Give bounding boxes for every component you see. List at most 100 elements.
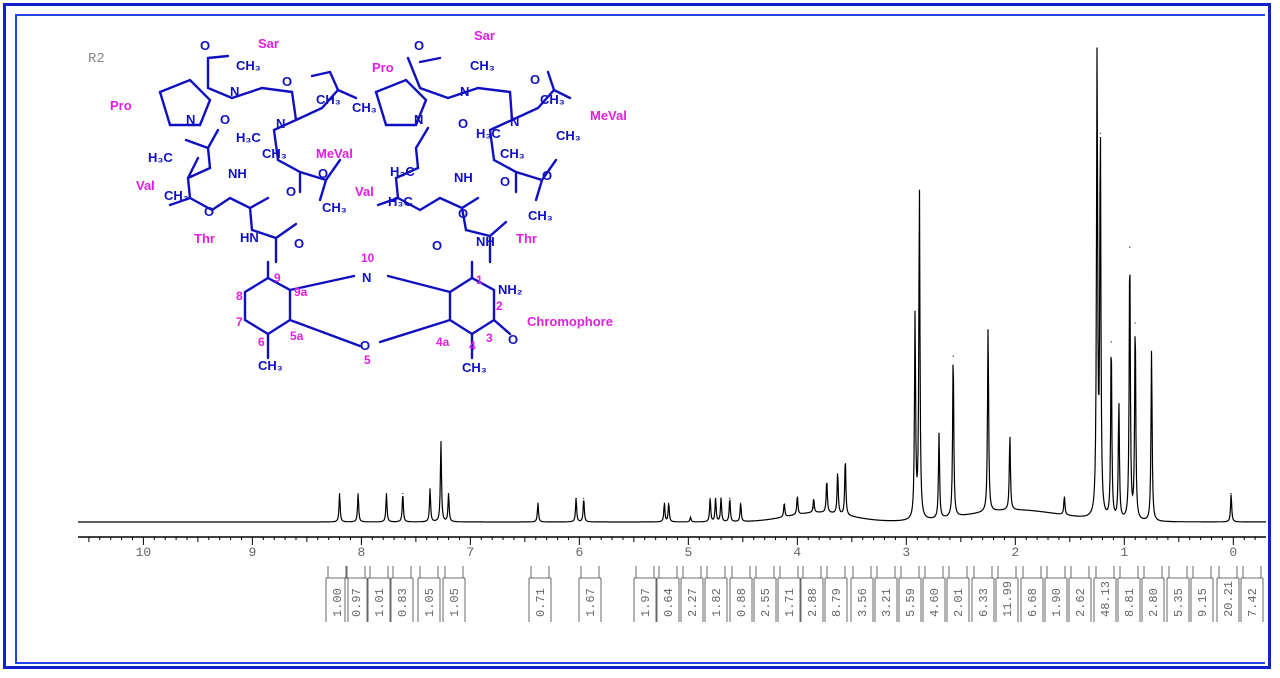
peak-mark [689, 516, 692, 518]
peak-mark [714, 497, 717, 499]
peak-mark [826, 488, 828, 490]
atom-number: 9a [294, 285, 308, 299]
svg-text:O: O [432, 238, 442, 253]
atom-number: 4a [436, 335, 450, 349]
integral-value: 48.13 [1099, 581, 1113, 617]
peak-mark [783, 507, 785, 509]
svg-text:O: O [414, 38, 424, 53]
integral-value: 0.88 [735, 588, 749, 617]
svg-text:HN: HN [240, 230, 259, 245]
svg-text:N: N [276, 116, 285, 131]
peak-mark [385, 492, 388, 495]
residue-label: Pro [372, 60, 394, 75]
svg-text:CH₃: CH₃ [316, 92, 341, 107]
atom-number: 8 [236, 289, 243, 303]
svg-text:CH₃: CH₃ [528, 208, 553, 223]
integral-bracket [729, 566, 753, 622]
peak-marks [338, 47, 1232, 518]
atom-number: 1 [476, 273, 483, 287]
svg-text:O: O [542, 168, 552, 183]
integral-bracket [1141, 566, 1165, 622]
peak-mark [1150, 350, 1153, 352]
integral-value: 0.71 [534, 588, 548, 617]
peak-mark [1129, 246, 1131, 248]
svg-text:N: N [230, 84, 239, 99]
integral-value: 0.64 [662, 588, 676, 617]
peak-mark [663, 502, 665, 504]
svg-text:O: O [500, 174, 510, 189]
peak-mark [440, 440, 442, 443]
residue-label: Val [355, 184, 374, 199]
axis-tick-label: 10 [136, 545, 152, 560]
svg-text:O: O [204, 204, 214, 219]
integral-bracket [922, 566, 946, 622]
peak-mark [447, 492, 450, 495]
peak-mark [952, 355, 954, 357]
svg-text:O: O [294, 236, 304, 251]
peak-mark [1099, 132, 1101, 134]
svg-text:CH₃: CH₃ [540, 92, 565, 107]
integral-bracket [1044, 566, 1068, 622]
svg-text:O: O [508, 332, 518, 347]
integral-value: 2.55 [759, 588, 773, 617]
integral-bracket [946, 566, 970, 622]
peak-mark [837, 478, 839, 480]
residue-label: Thr [516, 231, 537, 246]
svg-text:NH: NH [228, 166, 247, 181]
svg-text:NH: NH [454, 170, 473, 185]
svg-text:H₃C: H₃C [388, 194, 413, 209]
integral-value: 9.15 [1196, 588, 1210, 617]
svg-text:NH₂: NH₂ [498, 282, 523, 297]
svg-text:CH₃: CH₃ [352, 100, 377, 115]
integral-value: 1.05 [423, 588, 437, 617]
atom-number: 3 [486, 331, 493, 345]
peak-mark [537, 502, 539, 504]
integral-value: 2.27 [686, 588, 700, 617]
svg-text:N: N [414, 112, 423, 127]
svg-text:N: N [186, 112, 195, 127]
svg-text:O: O [458, 206, 468, 221]
integral-bracket [578, 566, 602, 622]
integral-value: 0.97 [350, 588, 364, 617]
axis-tick-label: 2 [1011, 545, 1019, 560]
integral-bracket [680, 566, 704, 622]
svg-text:N: N [460, 84, 469, 99]
integral-value: 1.90 [1050, 588, 1064, 617]
svg-text:CH₃: CH₃ [462, 360, 487, 375]
peak-mark [1063, 502, 1065, 504]
residue-label: MeVal [316, 146, 353, 161]
svg-text:H₃C: H₃C [390, 164, 415, 179]
atom-number: 2 [496, 299, 503, 313]
actinomycin-structure [158, 54, 572, 360]
svg-text:O: O [318, 166, 328, 181]
integral-bracket [824, 566, 848, 622]
figure-inner-border [15, 14, 1265, 664]
integral-value: 8.81 [1123, 588, 1137, 617]
peak-mark [938, 436, 940, 438]
integral-bracket [995, 566, 1019, 622]
svg-text:CH₃: CH₃ [556, 128, 581, 143]
axis-tick-label: 0 [1229, 545, 1237, 560]
axis-tick-label: 9 [248, 545, 256, 560]
axis-tick-label: 3 [902, 545, 910, 560]
peak-mark [709, 497, 711, 499]
svg-text:CH₃: CH₃ [258, 358, 283, 373]
svg-text:H₃C: H₃C [236, 130, 261, 145]
integral-bracket [344, 566, 368, 622]
integral-value: 1.01 [373, 588, 387, 617]
integral-bracket [1068, 566, 1092, 622]
atom-number: 9 [274, 271, 281, 285]
peak-mark [583, 497, 585, 499]
peak-mark [1134, 322, 1136, 324]
chromophore-label: Chromophore [527, 314, 613, 329]
svg-text:H₃C: H₃C [476, 126, 501, 141]
spectrum-trace [78, 47, 1266, 523]
svg-text:CH₃: CH₃ [470, 58, 495, 73]
residue-label: Thr [194, 231, 215, 246]
peak-mark [357, 492, 359, 495]
svg-text:O: O [282, 74, 292, 89]
